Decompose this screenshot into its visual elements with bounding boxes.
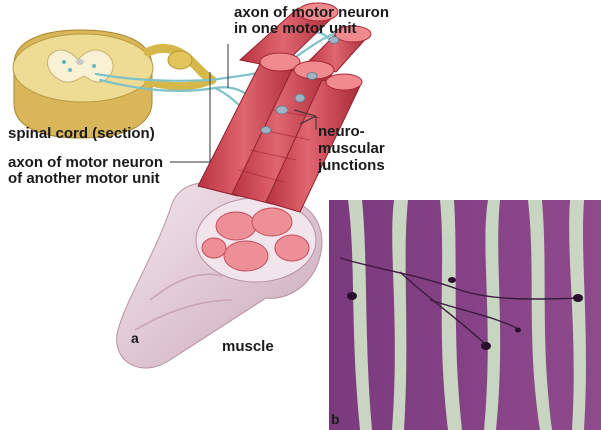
label-neuromuscular-junctions: neuro- muscular junctions [318, 123, 385, 174]
label-line: muscular [318, 140, 385, 157]
label-axon-another-motor-unit: axon of motor neuron of another motor un… [8, 155, 163, 187]
muscle-cross-section [195, 197, 317, 283]
label-line: junctions [318, 157, 385, 174]
label-line: in one motor unit [234, 20, 357, 37]
label-muscle: muscle [222, 338, 274, 355]
label-line: neuro- [318, 123, 365, 140]
leader-lines [170, 44, 317, 163]
label-line: axon of motor neuron [234, 4, 389, 21]
label-axon-one-motor-unit: axon of motor neuron in one motor unit [234, 5, 389, 37]
neuromuscular-junction-markers [260, 36, 340, 134]
muscle-fibres [197, 2, 372, 213]
spinal-cord-section [12, 29, 154, 139]
panel-letter-a: a [131, 330, 139, 346]
micrograph-panel [329, 200, 601, 430]
label-spinal-cord: spinal cord (section) [8, 125, 155, 142]
label-line: axon of motor neuron [8, 154, 163, 171]
label-line: of another motor unit [8, 170, 160, 187]
panel-letter-b: b [331, 411, 340, 427]
spinal-nerve-roots [143, 43, 217, 91]
